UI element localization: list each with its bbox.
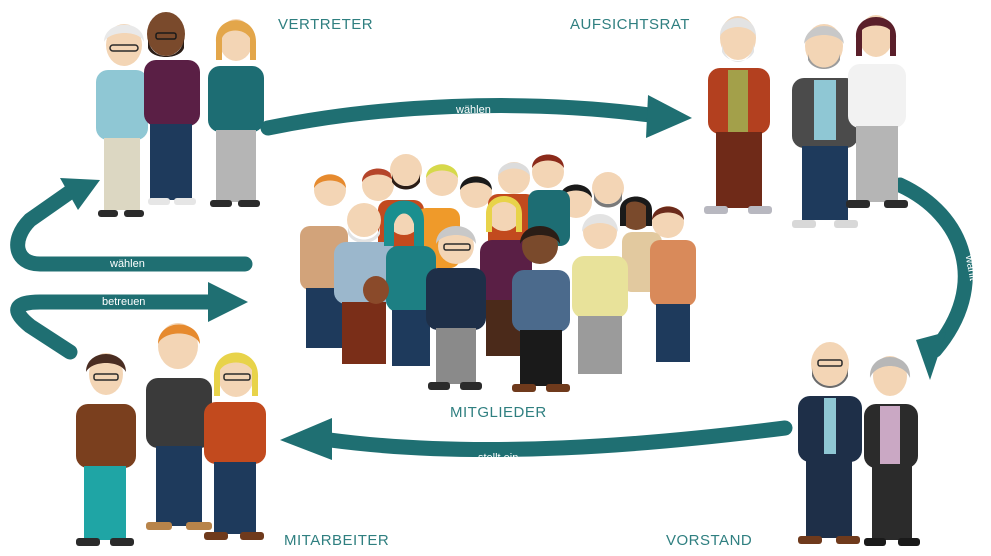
label-vertreter: VERTRETER (278, 16, 374, 33)
mitglieder-crowd (300, 154, 696, 392)
arrow-label-vertreter-to-aufsichtsrat: wählen (456, 104, 491, 116)
person-icon (146, 323, 212, 530)
aufsichtsrat-group (704, 15, 908, 228)
crowd-back-row (314, 154, 684, 238)
arrow-label-mitglieder-to-vertreter: wählen (110, 258, 145, 270)
crowd-middle-row (334, 196, 628, 374)
arrow-mitglieder-to-vertreter (10, 178, 253, 272)
arrow-label-mitarbeiter-to-mitglieder: betreuen (102, 296, 146, 308)
vertreter-group (96, 12, 264, 217)
arrow-vorstand-to-mitarbeiter (280, 418, 793, 460)
person-icon (864, 356, 920, 546)
label-mitglieder: MITGLIEDER (450, 404, 547, 421)
person-icon (208, 19, 264, 207)
person-icon (144, 12, 200, 205)
person-icon (704, 16, 772, 214)
arrow-label-vorstand-to-mitarbeiter: stellt ein (478, 452, 519, 464)
person-icon (846, 15, 908, 208)
crowd-front-row (363, 226, 570, 392)
label-mitarbeiter: MITARBEITER (284, 532, 390, 549)
label-vorstand: VORSTAND (666, 532, 753, 549)
person-icon (204, 352, 266, 540)
arrow-aufsichtsrat-to-vorstand (892, 177, 973, 380)
person-icon (792, 24, 858, 228)
dog-icon (363, 276, 389, 304)
person-icon (96, 24, 148, 217)
arrow-mitarbeiter-to-mitglieder (10, 282, 248, 360)
mitarbeiter-group (76, 323, 266, 546)
vorstand-group (798, 342, 920, 546)
arrow-vertreter-to-aufsichtsrat (260, 95, 692, 138)
label-aufsichtsrat: AUFSICHTSRAT (570, 16, 690, 33)
person-icon (798, 342, 862, 544)
person-icon (76, 353, 136, 546)
